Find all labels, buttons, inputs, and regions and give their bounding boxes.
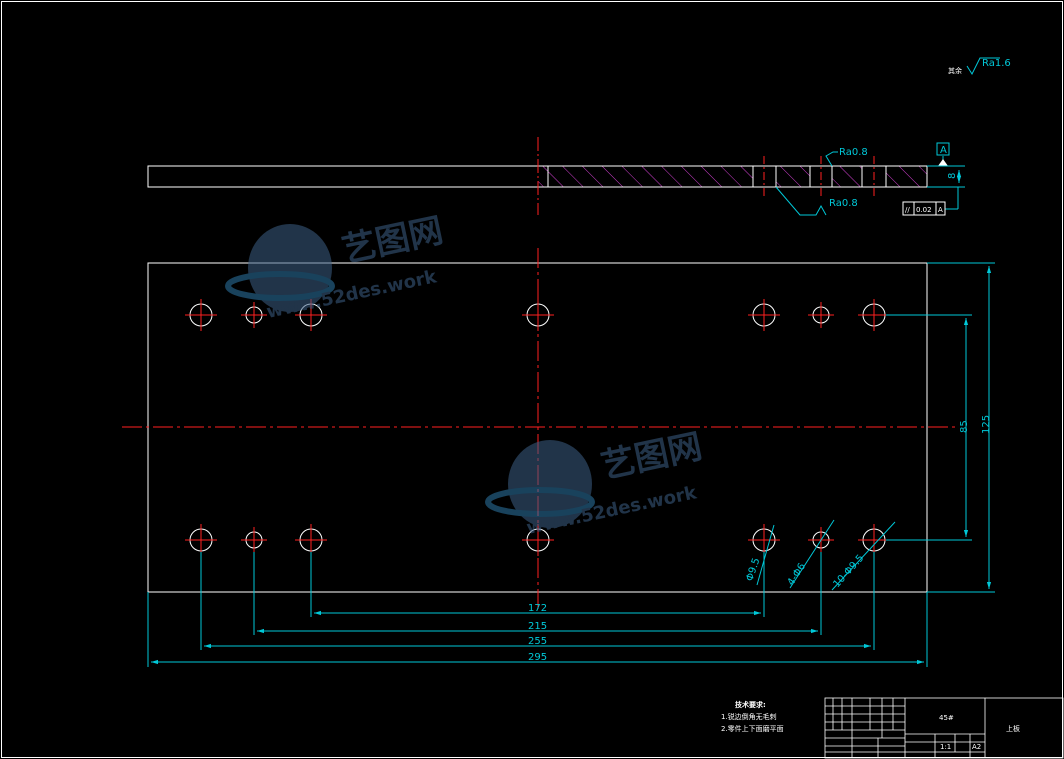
watermark-1-cn: 艺图网: [339, 210, 447, 270]
dim-215: 215: [528, 621, 547, 632]
dim-295: 295: [528, 652, 547, 663]
roughness-bottom-label: Ra0.8: [829, 198, 858, 209]
section-view: [147, 137, 928, 215]
technical-notes: 技术要求: 1.锐边倒角无毛刺 2.零件上下面磨平面: [721, 700, 784, 733]
dim-85: 85: [959, 420, 970, 433]
tolerance-datum: A: [938, 206, 943, 214]
watermark-1: 艺图网 www.52des.work: [225, 210, 447, 323]
watermark-2-cn: 艺图网: [598, 426, 706, 486]
datum-a-label: A: [940, 145, 947, 156]
roughness-general-mark: 其余: [948, 66, 962, 75]
callout-hole-group: 10-Φ9.5: [831, 553, 866, 590]
notes-heading: 技术要求:: [735, 700, 766, 709]
tolerance-value: 0.02: [916, 206, 932, 214]
dim-172: 172: [528, 603, 547, 614]
title-material: 45#: [939, 714, 954, 722]
notes-line-1: 1.锐边倒角无毛刺: [721, 712, 777, 721]
title-part-name: 上板: [1006, 724, 1020, 733]
section-annotations: Ra0.8 Ra0.8 A 8 // 0.02 A: [775, 142, 965, 216]
notes-line-2: 2.零件上下面磨平面: [721, 724, 784, 733]
title-scale: 1:1: [940, 743, 951, 751]
callout-hole-small: 4-Φ6: [786, 561, 808, 587]
dim-255: 255: [528, 636, 547, 647]
watermark-2: 艺图网 www.52des.work: [485, 426, 706, 539]
watermark-globe-icon: [508, 440, 592, 528]
title-sheet: A2: [972, 743, 981, 751]
roughness-top-label: Ra0.8: [839, 147, 868, 158]
callout-hole-large: Φ9.5: [745, 557, 763, 583]
plan-view: [122, 248, 955, 610]
roughness-general-value: Ra1.6: [982, 58, 1011, 69]
tolerance-symbol: //: [905, 206, 910, 214]
watermark-globe-icon: [248, 224, 332, 312]
hole-pattern: [185, 299, 890, 556]
title-block: 45# 上板 1:1 A2: [824, 697, 1064, 759]
dim-125: 125: [981, 415, 992, 434]
general-roughness: 其余 Ra1.6: [948, 57, 1011, 76]
dim-thickness: 8: [947, 173, 958, 179]
